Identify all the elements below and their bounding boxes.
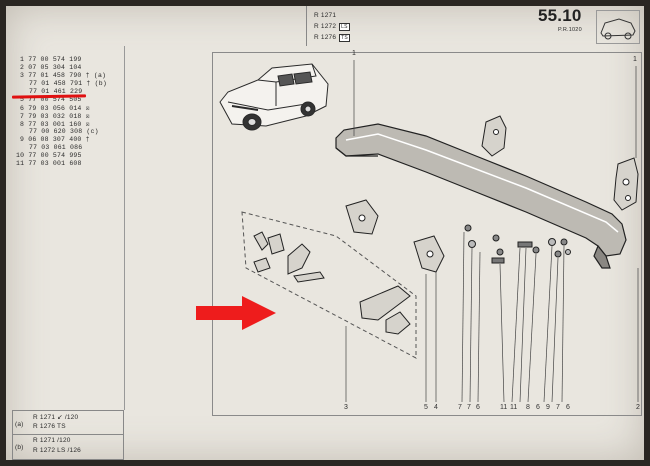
diagram-frame <box>212 52 642 416</box>
part-row[interactable]: 1 77 00 574 199 <box>20 56 82 63</box>
footnote-line: R 1271 ↙ /120 <box>33 414 79 421</box>
callout-label: 1 <box>352 50 357 57</box>
footnote-label: (a) <box>15 421 24 428</box>
car-thumbnail-icon <box>600 18 636 40</box>
part-row[interactable]: 77 00 620 308 (c) <box>29 128 99 135</box>
car-illustration-icon <box>219 63 329 131</box>
callout-label: 4 <box>434 404 438 411</box>
bumper-part <box>335 123 627 269</box>
part-row[interactable]: 7 79 03 032 018 ☒ <box>20 113 90 120</box>
callout-label: 8 <box>526 404 530 411</box>
top-bracket-part <box>481 115 507 157</box>
page-number: 55.10 <box>538 6 582 25</box>
callout-label: 11 <box>510 404 518 411</box>
part-row[interactable]: 9 06 08 307 400 † <box>20 136 90 143</box>
page-sub: P.R.1020 <box>558 27 582 33</box>
footnote-line: R 1276 TS <box>33 423 66 430</box>
part-row-highlighted[interactable]: 77 01 461 229 <box>29 88 83 95</box>
divider <box>13 434 123 435</box>
footnote-line: R 1272 LS /126 <box>33 447 81 454</box>
footnote-box: (a) R 1271 ↙ /120 R 1276 TS (b) R 1271 /… <box>12 410 124 460</box>
leader-lines <box>345 60 639 403</box>
part-row[interactable]: 77 03 061 086 <box>29 144 83 151</box>
callout-label: 1 <box>633 56 638 63</box>
callout-label: 7 <box>467 404 471 411</box>
part-row[interactable]: 8 77 03 001 160 ☒ <box>20 121 90 128</box>
callout-label: 11 <box>500 404 508 411</box>
part-row[interactable]: 77 01 458 791 † (b) <box>29 80 107 87</box>
callout-label: 7 <box>556 404 560 411</box>
divider <box>306 6 307 46</box>
callout-label: 9 <box>546 404 550 411</box>
callout-label: 6 <box>566 404 570 411</box>
callout-label: 2 <box>636 404 641 411</box>
kit-brackets <box>253 231 411 335</box>
part-row[interactable]: 3 77 01 458 790 † (a) <box>20 72 107 79</box>
part-row[interactable]: 10 77 00 574 995 <box>16 152 82 159</box>
version-row: R 1271 <box>314 12 337 19</box>
callout-label: 6 <box>536 404 540 411</box>
divider <box>124 46 125 410</box>
section-thumbnail <box>596 10 640 44</box>
red-arrow-icon <box>196 296 276 330</box>
part-row[interactable]: 2 07 05 304 104 <box>20 64 82 71</box>
footnote-label: (b) <box>15 444 24 451</box>
mount-bracket-part <box>345 199 445 273</box>
callout-label: 5 <box>424 404 428 411</box>
callout-label: 7 <box>458 404 462 411</box>
part-row[interactable]: 6 79 03 056 014 ☒ <box>20 105 90 112</box>
callout-label: 6 <box>476 404 480 411</box>
fasteners <box>464 224 571 264</box>
part-row[interactable]: 5 77 00 574 505 <box>20 96 82 103</box>
footnote-line: R 1271 /120 <box>33 437 71 444</box>
part-row[interactable]: 11 77 03 001 608 <box>16 160 82 167</box>
side-bracket-part <box>613 157 639 211</box>
kit-group-outline <box>241 211 417 359</box>
callout-label: 3 <box>344 404 349 411</box>
exploded-view-diagram <box>196 60 639 403</box>
